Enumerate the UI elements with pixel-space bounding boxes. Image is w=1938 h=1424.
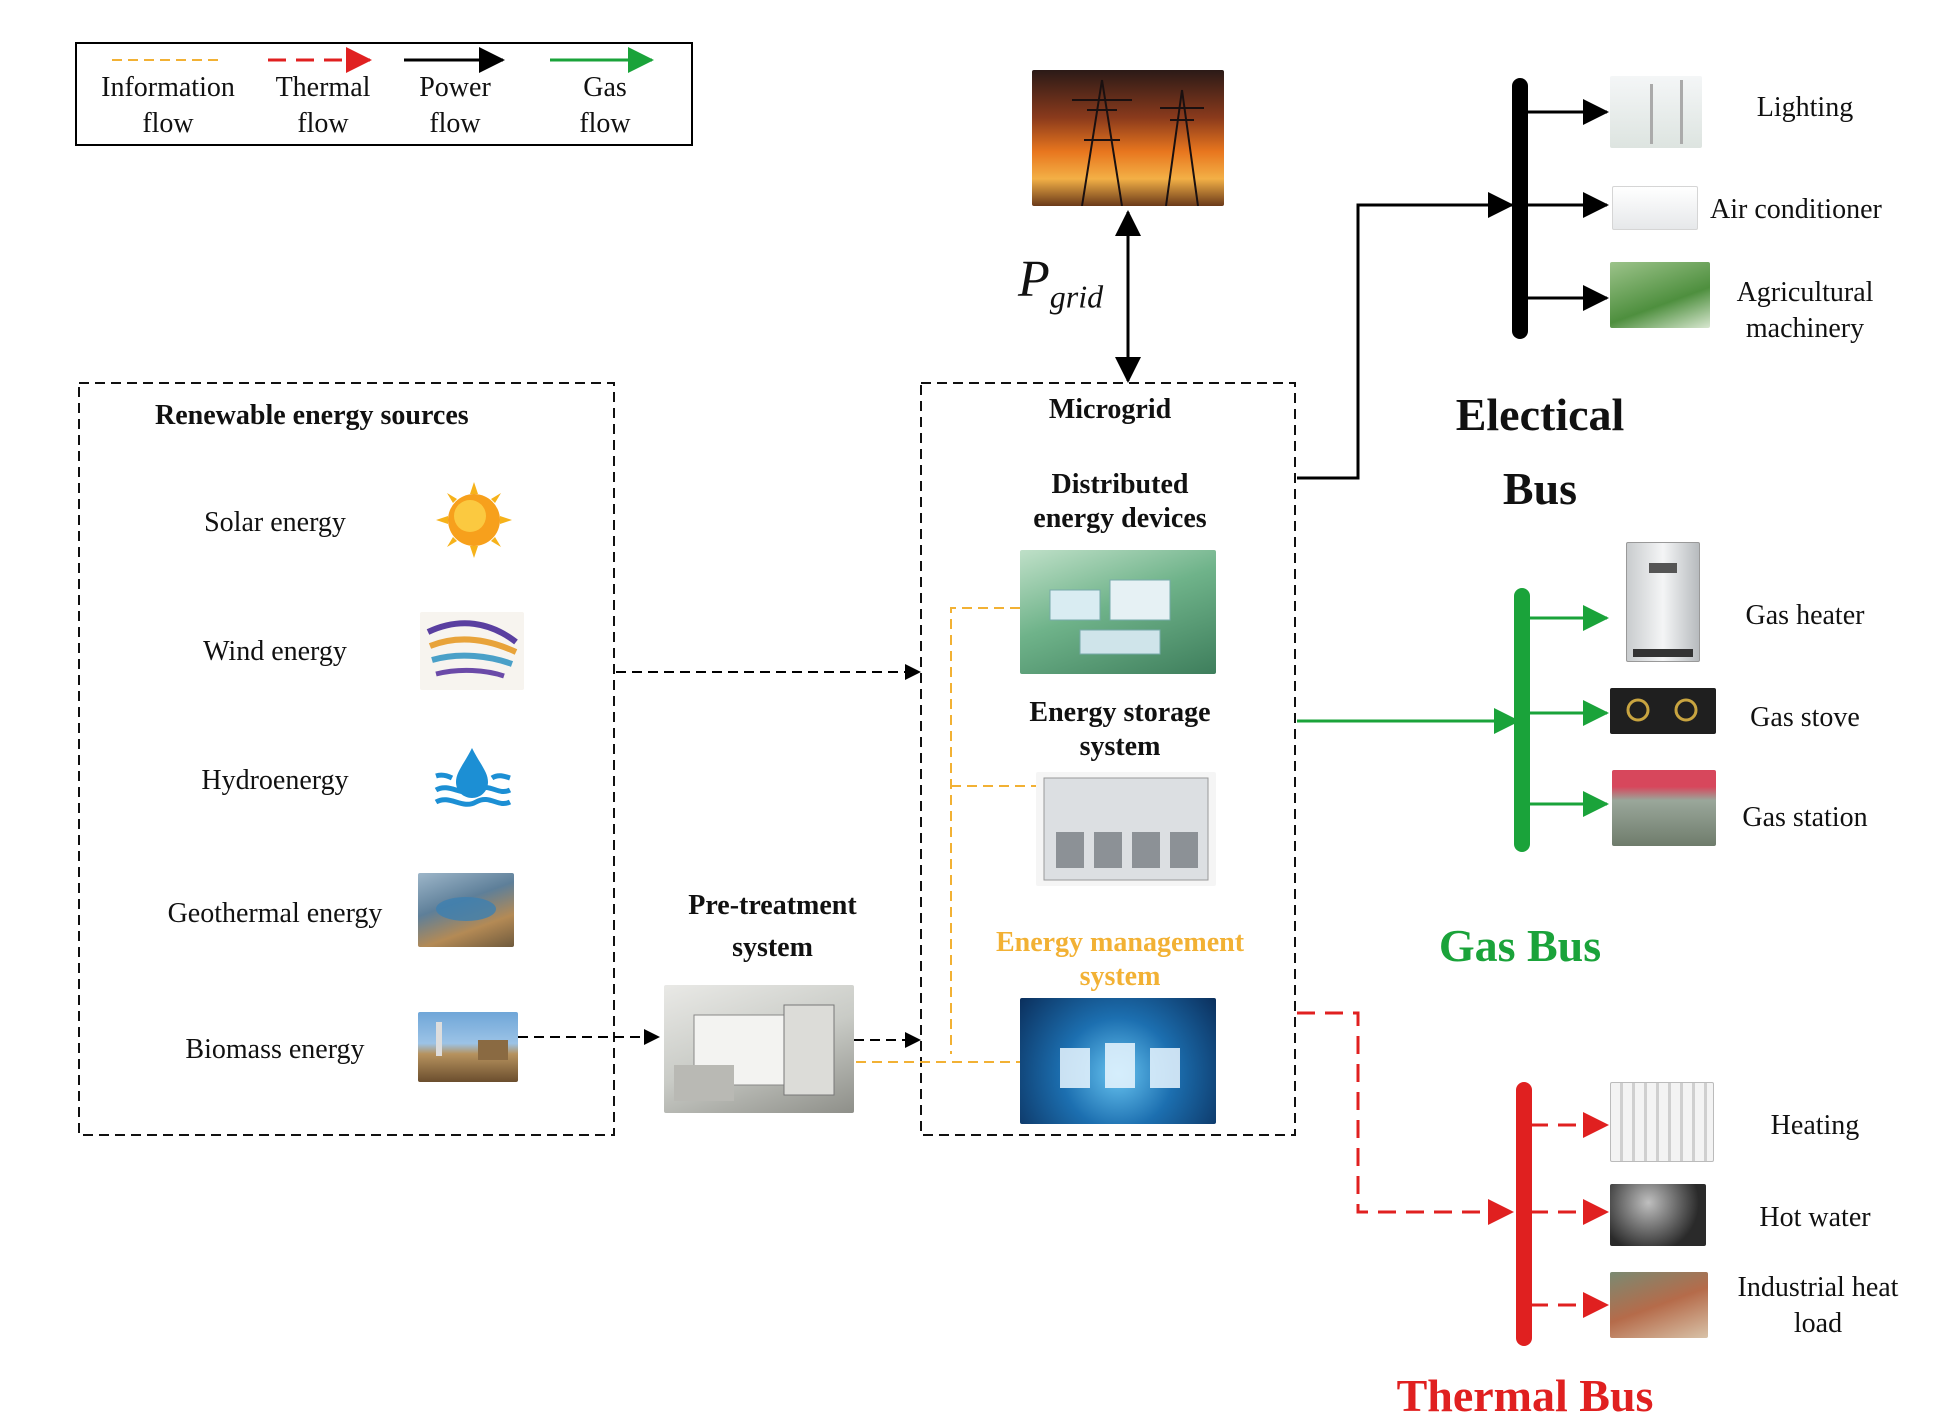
sun-icon [434, 480, 514, 560]
renewable-title: Renewable energy sources [155, 400, 469, 431]
microgrid-to-electrical-bus [1297, 192, 1514, 480]
storage-cabinet-photo [1036, 772, 1216, 886]
renewable-item-geothermal: Geothermal energy [167, 898, 383, 929]
legend-box [75, 42, 693, 146]
management-system-photo [1020, 998, 1216, 1124]
load-gas-stove: Gas stove [1750, 702, 1860, 733]
renewable-item-wind: Wind energy [203, 636, 347, 667]
microgrid-title: Microgrid [1048, 394, 1172, 425]
info-flow-distributed [950, 607, 1020, 1054]
renewable-item-solar: Solar energy [204, 507, 346, 538]
renewable-item-biomass: Biomass energy [185, 1034, 365, 1065]
load-lighting: Lighting [1756, 92, 1854, 123]
distributed-devices-photo [1020, 550, 1216, 674]
load-air-conditioner: Air conditioner [1710, 194, 1882, 225]
water-drop-icon [432, 746, 512, 818]
geothermal-photo [418, 873, 514, 947]
power-tower-photo [1032, 70, 1224, 206]
load-heating: Heating [1770, 1110, 1860, 1141]
gas-bus-label: Gas Bus [1438, 920, 1602, 971]
air-conditioner-photo [1612, 186, 1698, 230]
biomass-photo [418, 1012, 518, 1082]
heating-radiator-photo [1610, 1082, 1714, 1162]
load-hot-water: Hot water [1759, 1202, 1871, 1233]
gas-heater-photo [1626, 542, 1700, 662]
gas-stove-photo [1610, 688, 1716, 734]
lighting-photo [1610, 76, 1702, 148]
microgrid-box [920, 382, 1296, 1136]
agricultural-machinery-photo [1610, 262, 1710, 328]
p-grid-label: Pgrid [1018, 251, 1104, 315]
microgrid-to-thermal-bus [1297, 1011, 1514, 1225]
thermal-bus-label: Thermal Bus [1396, 1370, 1654, 1421]
pretreatment-machine-photo [664, 985, 854, 1113]
industrial-heat-photo [1610, 1272, 1708, 1338]
renewable-box [78, 382, 615, 1136]
wind-icon [420, 612, 524, 690]
gas-station-photo [1612, 770, 1716, 846]
load-gas-station: Gas station [1742, 802, 1868, 833]
load-gas-heater: Gas heater [1745, 600, 1865, 631]
hot-water-photo [1610, 1184, 1706, 1246]
renewable-item-hydro: Hydroenergy [201, 765, 349, 796]
